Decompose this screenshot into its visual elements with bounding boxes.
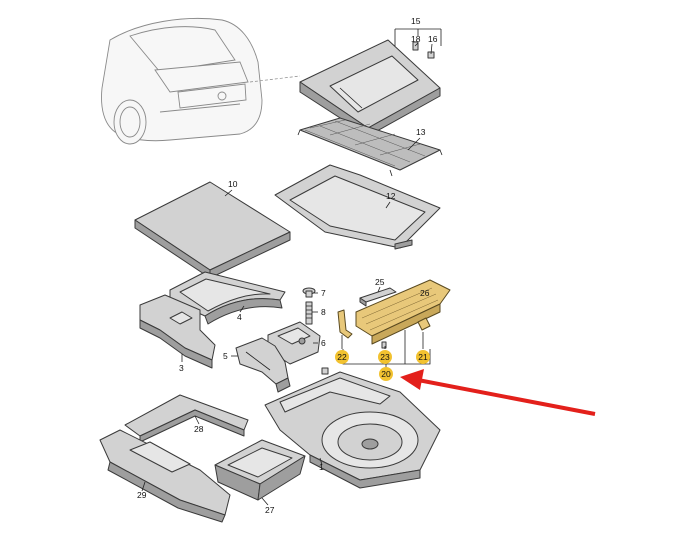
part-28-side-rail (124, 394, 249, 443)
highlight-circle-22 (335, 350, 349, 364)
part-29-side-panel (99, 429, 231, 523)
callout-23: 23 (380, 352, 390, 362)
callout-28: 28 (194, 424, 204, 434)
callout-20: 20 (381, 369, 391, 379)
callout-4: 4 (237, 312, 242, 322)
callout-labels: 15 18 16 13 10 12 7 8 4 6 5 3 25 26 28 1… (137, 16, 438, 515)
part-6-tool-holder (267, 321, 321, 365)
highlighted-callouts: 22 23 21 20 (335, 350, 430, 381)
callout-8: 8 (321, 307, 326, 317)
part-23-screw (381, 341, 387, 349)
part-22-bracket (337, 309, 353, 339)
callout-6: 6 (321, 338, 326, 348)
part-small-clip (321, 367, 329, 375)
highlight-circle-23 (378, 350, 392, 364)
part-3-foam-insert (139, 294, 216, 369)
callout-3: 3 (179, 363, 184, 373)
callout-18: 18 (411, 34, 421, 44)
callout-16: 16 (428, 34, 438, 44)
highlight-circle-20 (379, 367, 393, 381)
part-15-luggage-cover (299, 39, 441, 137)
callout-15: 15 (411, 16, 421, 26)
callout-1: 1 (319, 462, 324, 472)
callout-12: 12 (386, 191, 396, 201)
highlight-circle-21 (416, 350, 430, 364)
part-10-floor-board (134, 181, 291, 279)
car-link-line (249, 75, 301, 83)
callout-22: 22 (337, 352, 347, 362)
part-8-bolt (305, 301, 313, 325)
car-illustration (101, 18, 263, 145)
callout-29: 29 (137, 490, 147, 500)
part-20-loading-sill-trim (355, 279, 451, 345)
part-13-cargo-net (297, 117, 443, 177)
part-1-spare-wheel-well (264, 371, 441, 489)
callout-27: 27 (265, 505, 275, 515)
callout-21: 21 (418, 352, 428, 362)
part-7-screw-cap (302, 287, 316, 298)
callout-13: 13 (416, 127, 426, 137)
part-21-clip (417, 317, 431, 331)
callout-5: 5 (223, 351, 228, 361)
red-pointer-arrow (400, 369, 596, 416)
callout-10: 10 (228, 179, 238, 189)
callout-25: 25 (375, 277, 385, 287)
callout-7: 7 (321, 288, 326, 298)
part-25-trim-strip (359, 287, 397, 307)
part-4-storage-tray (169, 271, 286, 325)
callout-26: 26 (420, 288, 430, 298)
part-27-storage-box (214, 439, 306, 501)
part-5-jack (235, 337, 291, 393)
part-12-floor-covering (274, 164, 441, 250)
